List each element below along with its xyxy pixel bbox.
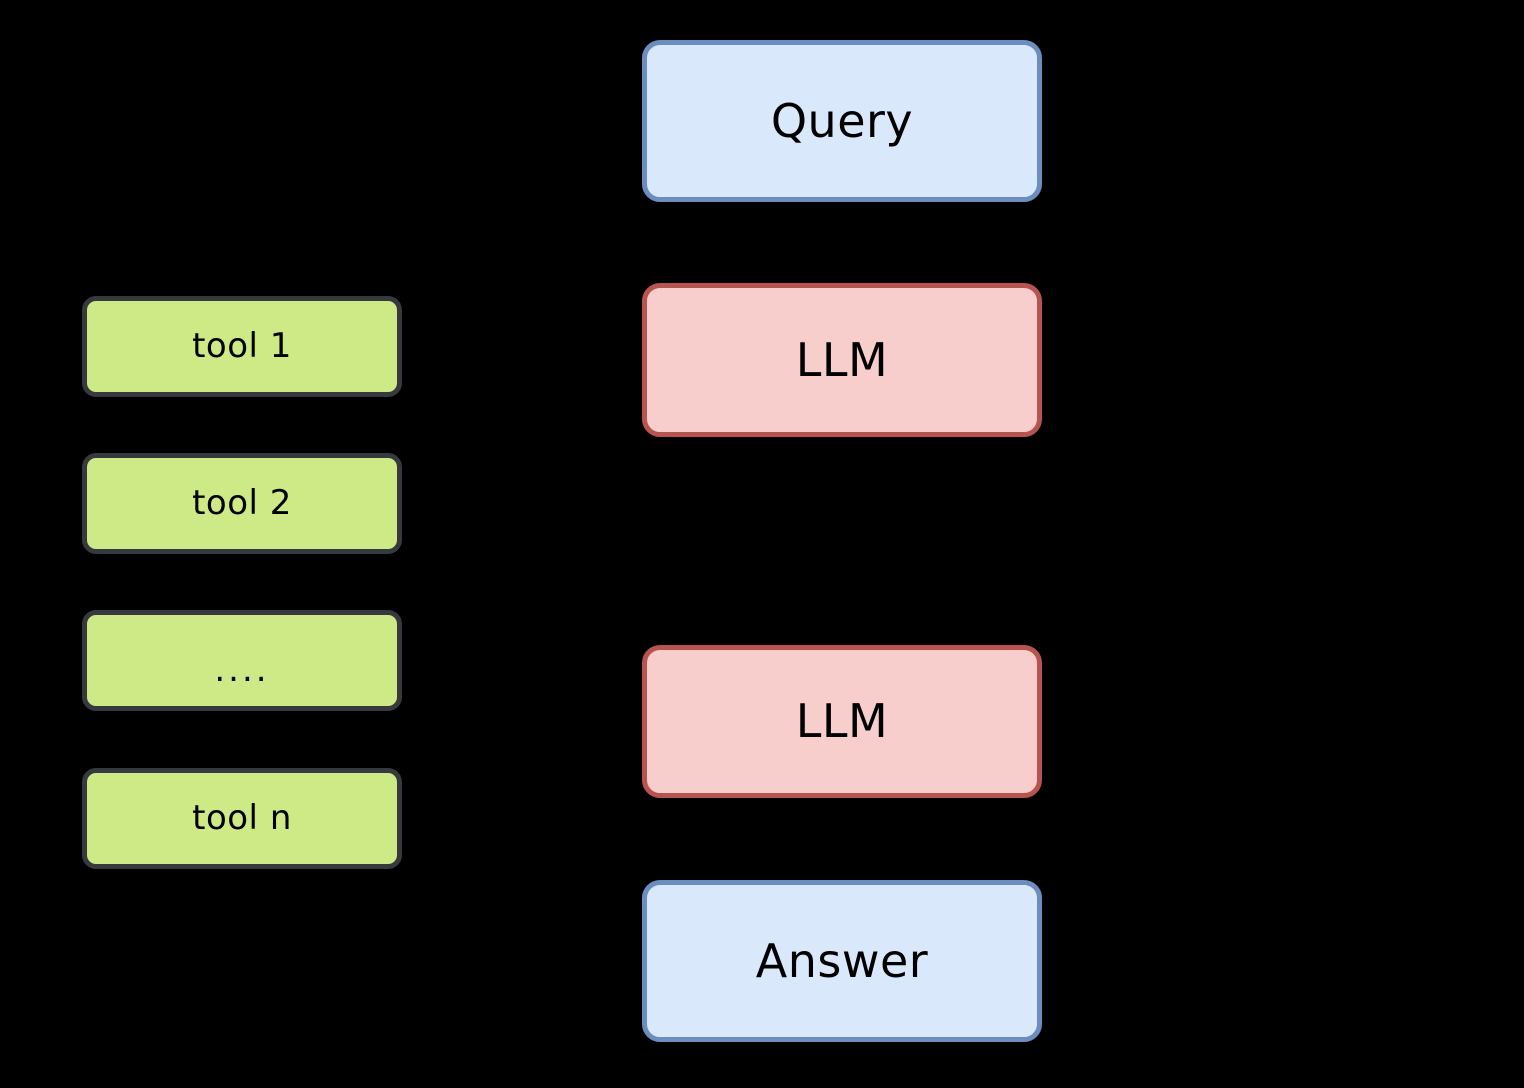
node-llm-2-label: LLM — [795, 694, 889, 749]
node-tool-1-label: tool 1 — [192, 325, 292, 366]
node-tool-n-label: tool n — [192, 797, 292, 838]
node-tool-2[interactable]: tool 2 — [82, 453, 402, 554]
node-llm-1[interactable]: LLM — [642, 283, 1042, 437]
node-query[interactable]: Query — [642, 40, 1042, 202]
node-answer[interactable]: Answer — [642, 880, 1042, 1042]
node-query-label: Query — [770, 93, 914, 148]
node-tool-2-label: tool 2 — [192, 482, 292, 523]
node-answer-label: Answer — [755, 933, 929, 988]
node-tool-1[interactable]: tool 1 — [82, 296, 402, 397]
node-llm-2[interactable]: LLM — [642, 645, 1042, 798]
node-tool-n[interactable]: tool n — [82, 768, 402, 869]
node-tool-ellipsis-label: .... — [214, 649, 270, 690]
node-tool-ellipsis[interactable]: .... — [82, 610, 402, 711]
node-llm-1-label: LLM — [795, 332, 889, 387]
